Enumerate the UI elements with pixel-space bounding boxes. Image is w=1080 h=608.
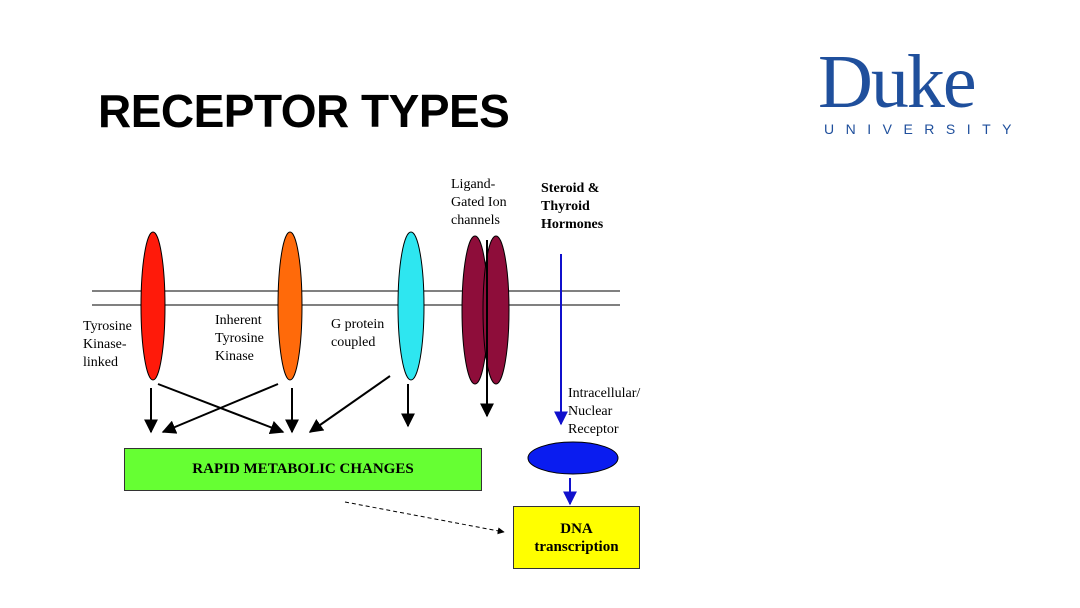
logo-subtitle: UNIVERSITY	[824, 121, 1024, 137]
slide-title: RECEPTOR TYPES	[98, 85, 510, 137]
label-g-protein-coupled: G protein coupled	[331, 317, 385, 350]
label-ligand-gated-ion-channels: Ligand- Gated Ion channels	[451, 177, 507, 228]
dna-transcription-box: DNA transcription	[513, 506, 640, 569]
rapid-metabolic-changes-box: RAPID METABOLIC CHANGES	[124, 448, 482, 491]
receptor-inherent-tyrosine-kinase	[277, 231, 303, 381]
dashed-arrow-to-dna	[344, 501, 505, 535]
intracellular-receptor	[527, 441, 619, 475]
receptor-ligand-gated-right	[482, 235, 510, 385]
label-tyrosine-kinase-linked: Tyrosine Kinase- linked	[83, 319, 132, 370]
arrow-gpc-cross	[308, 375, 391, 433]
duke-university-logo: Duke UNIVERSITY	[818, 44, 1028, 140]
receptor-g-protein-coupled	[397, 231, 425, 381]
arrow-itk-cross	[161, 383, 279, 434]
label-intracellular-nuclear-receptor: Intracellular/ Nuclear Receptor	[568, 386, 641, 437]
receptor-tyrosine-kinase-linked	[140, 231, 166, 381]
logo-wordmark: Duke	[818, 40, 977, 124]
label-steroid-thyroid-hormones: Steroid & Thyroid Hormones	[541, 181, 604, 232]
label-inherent-tyrosine-kinase: Inherent Tyrosine Kinase	[215, 313, 264, 364]
